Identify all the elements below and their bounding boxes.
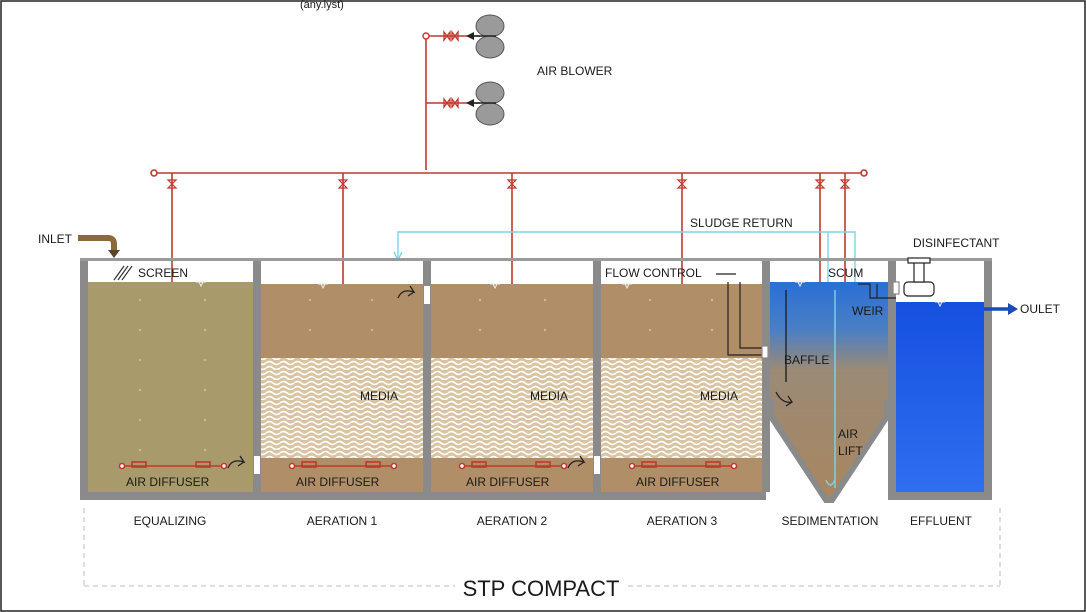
screen-icon — [113, 265, 133, 281]
stage-label-aeration-2: AERATION 2 — [477, 514, 548, 528]
air-diffuser-group — [118, 461, 738, 470]
disinfectant-icon — [903, 257, 935, 297]
air-diffuser-label: AIR DIFFUSER — [296, 475, 380, 489]
inlet-label: INLET — [38, 232, 73, 246]
sedimentation-tank — [766, 282, 892, 503]
inlet-pipe — [78, 235, 120, 258]
weir-label: WEIR — [852, 304, 884, 318]
equalizing-water — [88, 282, 253, 492]
effluent-water — [896, 302, 984, 492]
air-lift — [825, 290, 836, 488]
outlet-label: OULET — [1020, 302, 1061, 316]
tank-structure — [80, 258, 992, 500]
media-bed-1 — [261, 358, 423, 458]
transfer-arrows — [227, 285, 794, 469]
flow-control-label: FLOW CONTROL — [605, 266, 702, 280]
media-bed-3 — [601, 358, 762, 458]
air-blower-icon — [466, 14, 505, 59]
air-lift-label-1: AIR — [838, 427, 858, 441]
media-label: MEDIA — [700, 389, 738, 403]
disinfectant-label: DISINFECTANT — [913, 236, 1000, 250]
stage-label-aeration-1: AERATION 1 — [307, 514, 378, 528]
media-label: MEDIA — [530, 389, 568, 403]
scum-weir — [858, 281, 900, 299]
water-level-markers — [196, 281, 945, 308]
stage-label-equalizing: EQUALIZING — [134, 514, 207, 528]
air-lift-label-2: LIFT — [838, 444, 863, 458]
sludge-return-label: SLUDGE RETURN — [690, 216, 793, 230]
outlet-pipe — [984, 303, 1018, 315]
screen-label: SCREEN — [138, 266, 188, 280]
flow-control-pipe — [716, 273, 769, 359]
air-diffuser-label: AIR DIFFUSER — [636, 475, 720, 489]
wall-openings — [254, 286, 600, 474]
stage-label-sedimentation: SEDIMENTATION — [782, 514, 879, 528]
stage-label-effluent: EFFLUENT — [910, 514, 973, 528]
system-bracket — [83, 508, 1001, 587]
stage-label-aeration-3: AERATION 3 — [647, 514, 718, 528]
scum-label: SCUM — [828, 266, 863, 280]
air-diffuser-label: AIR DIFFUSER — [126, 475, 210, 489]
media-bed-2 — [431, 358, 593, 458]
diagram-title: STP COMPACT — [463, 576, 620, 601]
air-blower-icon — [466, 81, 505, 126]
header-partial-text: (any.lyst) — [300, 0, 344, 11]
media-label: MEDIA — [360, 389, 398, 403]
air-blower-group: AIR BLOWER — [422, 14, 613, 170]
air-diffuser-label: AIR DIFFUSER — [466, 475, 550, 489]
baffle-label: BAFFLE — [784, 353, 829, 367]
air-bubbles — [138, 298, 714, 452]
air-blower-label: AIR BLOWER — [537, 64, 613, 78]
